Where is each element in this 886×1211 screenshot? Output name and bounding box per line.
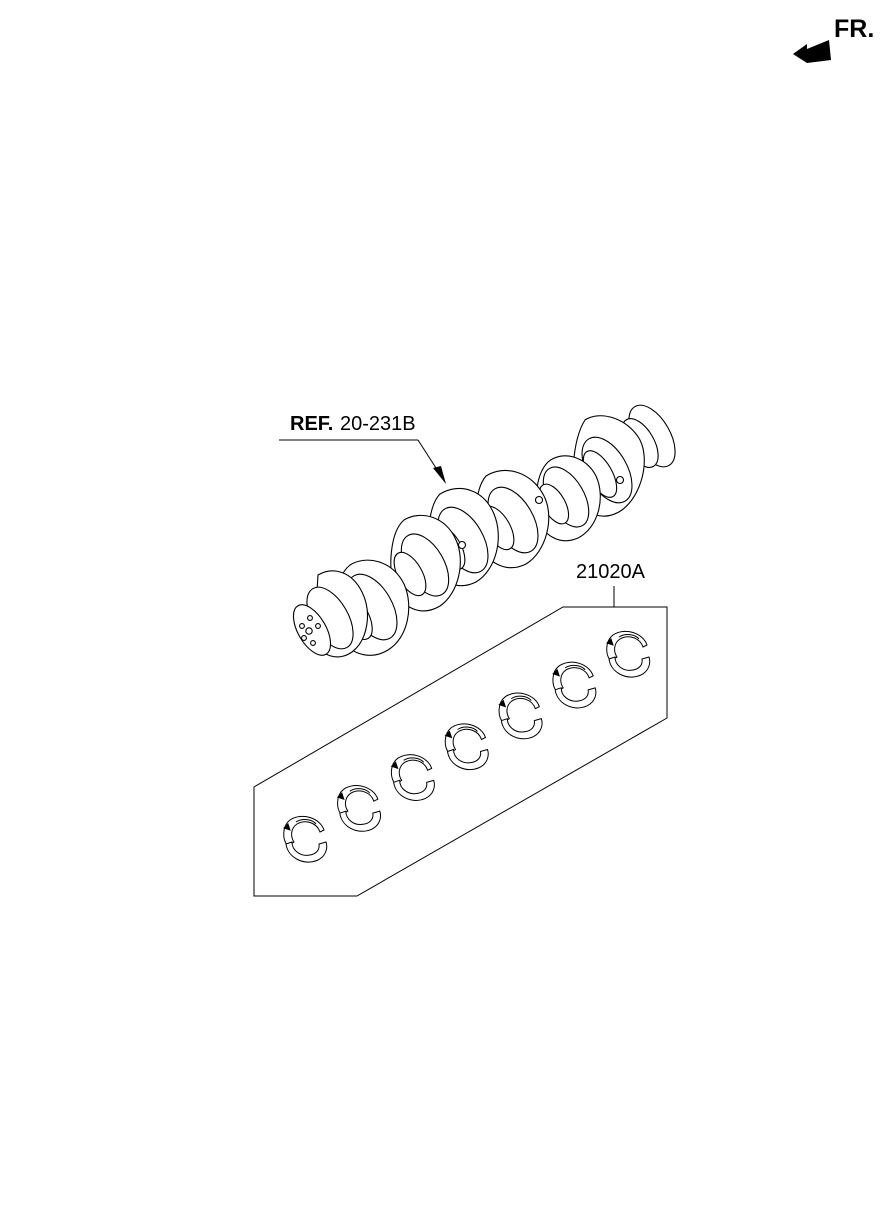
bearing-shell-icon [390,754,435,801]
crankshaft-illustration [292,404,676,658]
bearing-shell-icon [606,630,651,678]
bearing-shell-icon [444,723,489,770]
front-direction-label: FR. [834,15,875,43]
bearing-shell-icon [336,785,382,832]
reference-prefix: REF. [290,413,334,435]
bearing-set-outline [253,606,668,897]
part-leader [253,586,668,897]
bearing-shell-icon [283,815,328,863]
reference-number: 20-231B [340,413,416,435]
reference-arrowhead-icon [433,466,446,484]
bearing-shell-icon [552,661,597,709]
reference-leader [279,439,446,483]
front-direction-arrow-icon [793,40,831,63]
part-number-label: 21020A [576,561,645,583]
bearing-shell-icon [498,692,543,740]
bearing-shells [283,630,651,863]
